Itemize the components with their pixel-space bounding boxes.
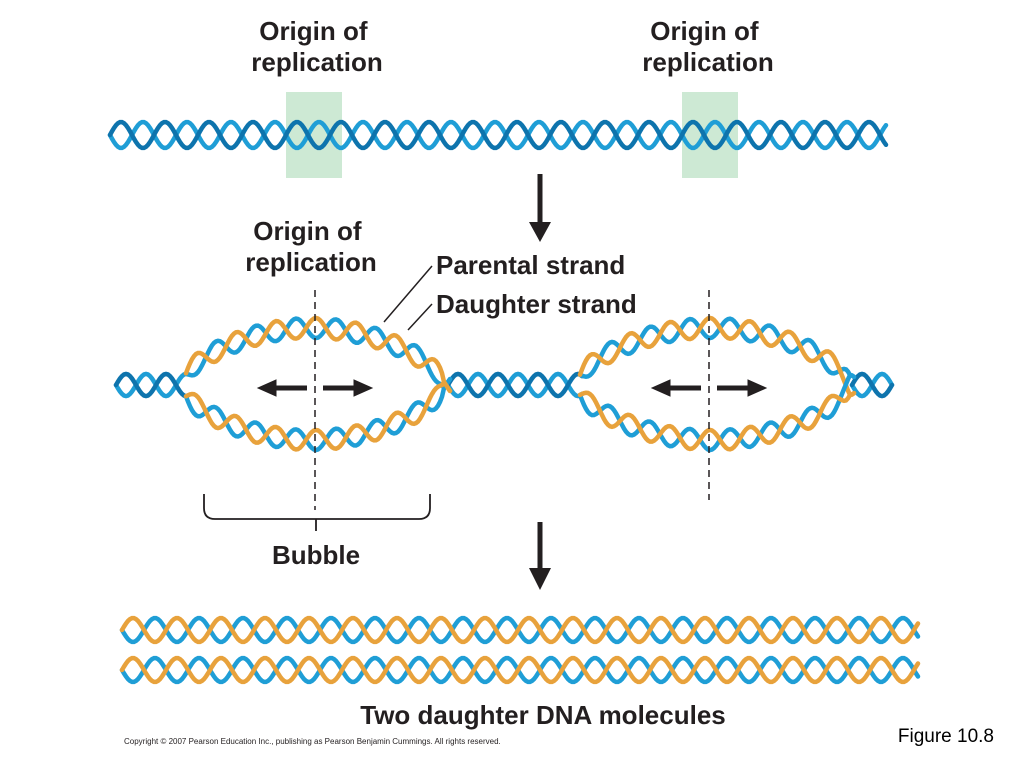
origin-label-left: Origin of replication xyxy=(251,16,382,77)
replication-direction-arrows-right xyxy=(650,379,768,397)
strand-a xyxy=(577,316,857,380)
bubble-label: Bubble xyxy=(272,540,360,570)
strand-b xyxy=(113,371,191,399)
arrow-down-2 xyxy=(529,522,551,590)
replication-bubbles xyxy=(113,315,895,453)
origin-box-right xyxy=(682,92,738,178)
origin-label-middle: Origin of replication xyxy=(245,216,376,277)
strand-b xyxy=(577,315,857,398)
daughter-strand-label: Daughter strand xyxy=(436,289,637,319)
parental-dna-helix xyxy=(107,119,889,151)
strand-a xyxy=(445,371,585,399)
strand-b xyxy=(183,315,453,394)
daughter-dna-molecule-2 xyxy=(119,655,921,685)
copyright-notice: Copyright © 2007 Pearson Education Inc.,… xyxy=(124,737,501,746)
strand-b xyxy=(577,390,857,452)
figure-number: Figure 10.8 xyxy=(897,726,994,747)
replication-direction-arrows-left xyxy=(256,379,374,397)
bubble-bracket xyxy=(203,494,431,531)
origin-box-left xyxy=(286,92,342,178)
parental-strand-leader xyxy=(383,265,433,323)
arrow-down-1 xyxy=(529,174,551,242)
strand-b xyxy=(445,371,585,399)
strand-a xyxy=(577,372,857,453)
strand-b xyxy=(849,371,895,399)
strand-b xyxy=(183,377,453,452)
strand-b xyxy=(119,615,921,645)
origin-label-right: Origin of replication xyxy=(642,16,773,77)
strand-b xyxy=(107,119,889,151)
two-daughter-molecules-label: Two daughter DNA molecules xyxy=(360,700,726,730)
strand-a xyxy=(183,316,453,393)
daughter-dna-molecule-1 xyxy=(119,615,921,645)
daughter-strand-leader xyxy=(407,303,433,331)
strand-a xyxy=(183,376,453,453)
parental-strand-label: Parental strand xyxy=(436,250,625,280)
strand-b xyxy=(119,655,921,685)
strand-a xyxy=(107,119,889,151)
